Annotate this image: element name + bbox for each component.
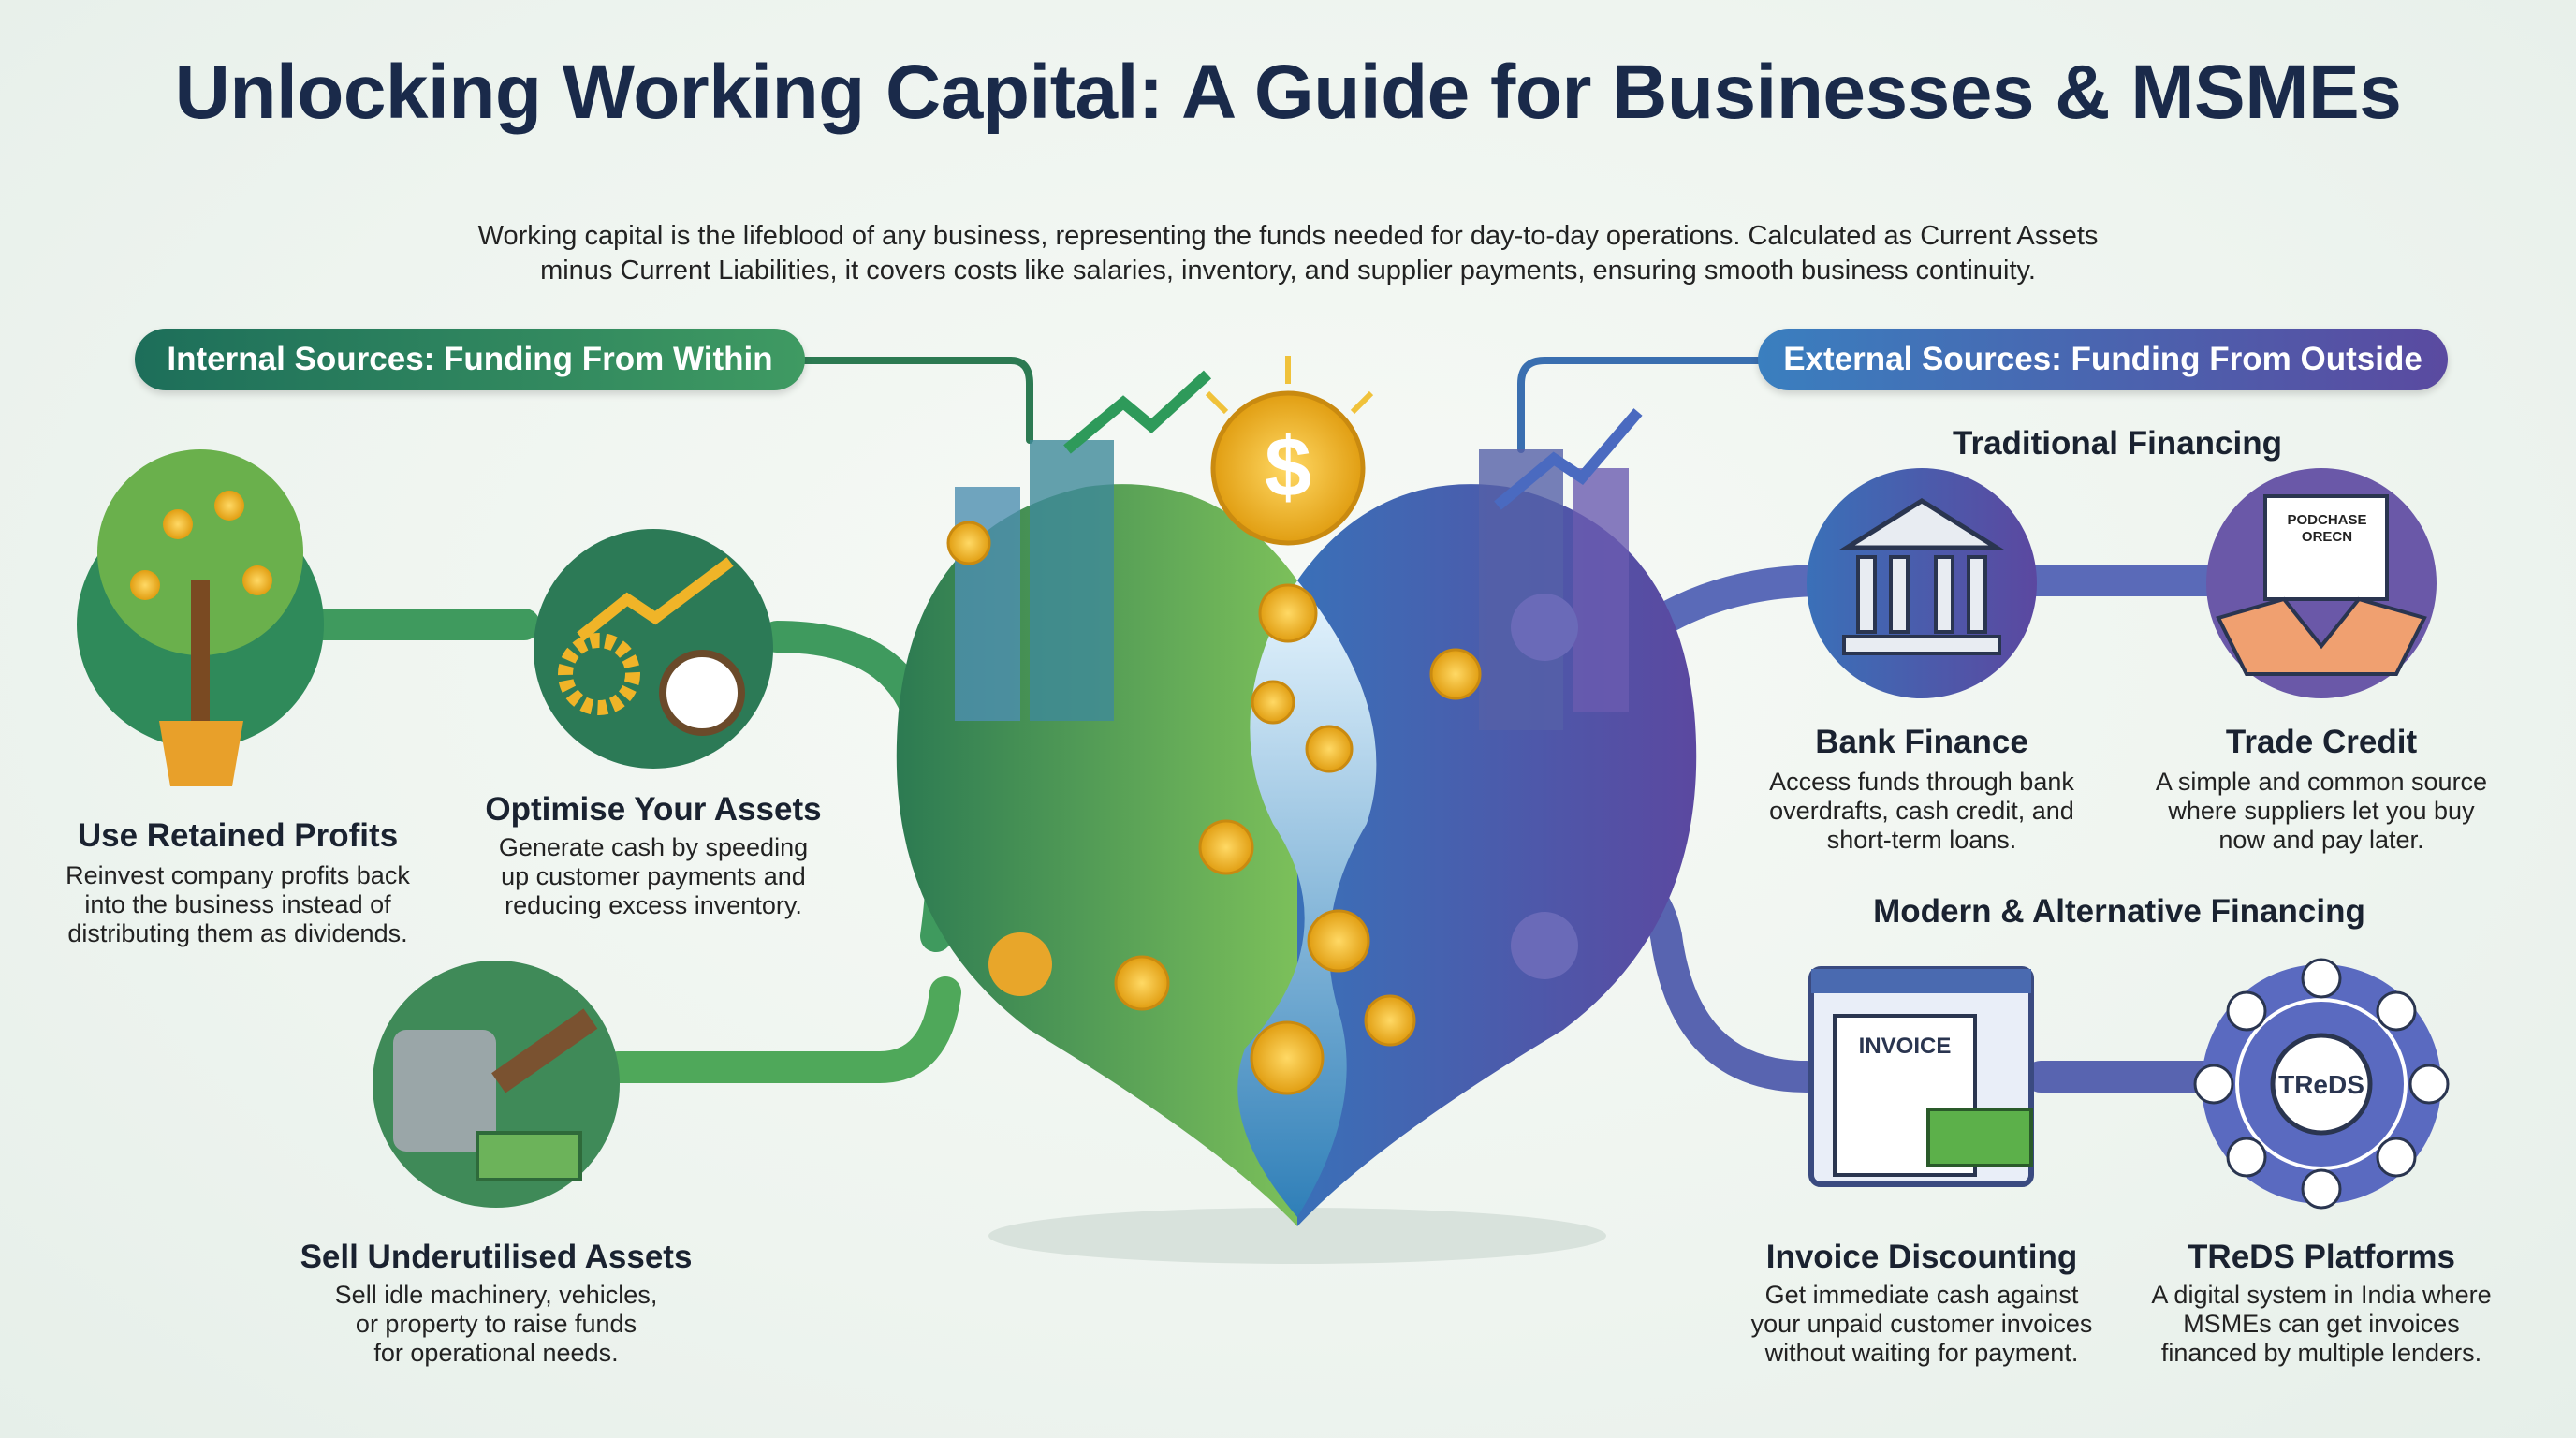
desc-line: Generate cash by speeding <box>498 833 809 861</box>
invoice-discounting-desc: Get immediate cash against your unpaid c… <box>1751 1281 2093 1368</box>
desc-line: overdrafts, cash credit, and <box>1769 797 2074 825</box>
desc-line: A simple and common source <box>2155 768 2488 796</box>
trade-credit-desc: A simple and common source where supplie… <box>2156 768 2487 855</box>
desc-line: your unpaid customer invoices <box>1750 1310 2093 1338</box>
desc-line: MSMEs can get invoices <box>2183 1310 2460 1338</box>
desc-line: Access funds through bank <box>1769 768 2074 796</box>
desc-line: or property to raise funds <box>355 1310 637 1338</box>
svg-text:$: $ <box>1265 421 1311 515</box>
gear-clock-icon <box>534 529 773 769</box>
intro-line-2: minus Current Liabilities, it covers cos… <box>540 256 2036 286</box>
invoice-discounting-title: Invoice Discounting <box>1765 1239 2078 1275</box>
sell-assets-desc: Sell idle machinery, vehicles, or proper… <box>335 1281 658 1368</box>
desc-line: up customer payments and <box>501 862 806 890</box>
internal-sources-header: Internal Sources: Funding From Within <box>135 329 805 390</box>
handshake-icon <box>2206 468 2437 698</box>
optimise-assets-title: Optimise Your Assets <box>485 791 822 828</box>
desc-line: Sell idle machinery, vehicles, <box>334 1281 658 1309</box>
intro-line-1: Working capital is the lifeblood of any … <box>477 221 2099 251</box>
desc-line: now and pay later. <box>2218 826 2424 854</box>
invoice-icon <box>1808 966 2034 1187</box>
trade-credit-doc-text: PODCHASE <box>2287 512 2366 528</box>
optimise-assets-desc: Generate cash by speeding up customer pa… <box>499 833 808 920</box>
treds-title: TReDS Platforms <box>2188 1239 2455 1275</box>
desc-line: Get immediate cash against <box>1764 1281 2079 1309</box>
trade-credit-doc-text-2: ORECN <box>2302 529 2352 545</box>
desc-line: where suppliers let you buy <box>2168 797 2475 825</box>
network-icon <box>2193 958 2450 1210</box>
page-title: Unlocking Working Capital: A Guide for B… <box>174 50 2402 135</box>
desc-line: distributing them as dividends. <box>67 919 408 947</box>
money-tree-icon <box>77 449 324 786</box>
desc-line: short-term loans. <box>1826 826 2017 854</box>
retained-profits-desc: Reinvest company profits back into the b… <box>66 861 410 948</box>
bank-finance-title: Bank Finance <box>1815 724 2028 760</box>
sell-assets-title: Sell Underutilised Assets <box>300 1239 693 1275</box>
bank-finance-desc: Access funds through bank overdrafts, ca… <box>1769 768 2074 855</box>
modern-financing-heading: Modern & Alternative Financing <box>1873 893 2365 930</box>
invoice-icon-text: INVOICE <box>1859 1034 1952 1059</box>
trade-credit-title: Trade Credit <box>2225 724 2418 760</box>
treds-icon-text: TReDS <box>2278 1070 2364 1099</box>
central-illustration: $ <box>896 356 1697 1264</box>
bank-icon <box>1807 468 2037 698</box>
desc-line: financed by multiple lenders. <box>2160 1339 2482 1367</box>
treds-desc: A digital system in India where MSMEs ca… <box>2151 1281 2491 1368</box>
retained-profits-title: Use Retained Profits <box>77 817 399 854</box>
desc-line: Reinvest company profits back <box>66 861 410 889</box>
desc-line: reducing excess inventory. <box>505 891 802 919</box>
traditional-financing-heading: Traditional Financing <box>1953 425 2282 462</box>
desc-line: into the business instead of <box>84 890 391 918</box>
desc-line: without waiting for payment. <box>1764 1339 2079 1367</box>
desc-line: for operational needs. <box>373 1339 619 1367</box>
external-sources-header: External Sources: Funding From Outside <box>1758 329 2448 390</box>
desc-line: A digital system in India where <box>2151 1281 2492 1309</box>
machinery-cash-icon <box>373 961 620 1208</box>
